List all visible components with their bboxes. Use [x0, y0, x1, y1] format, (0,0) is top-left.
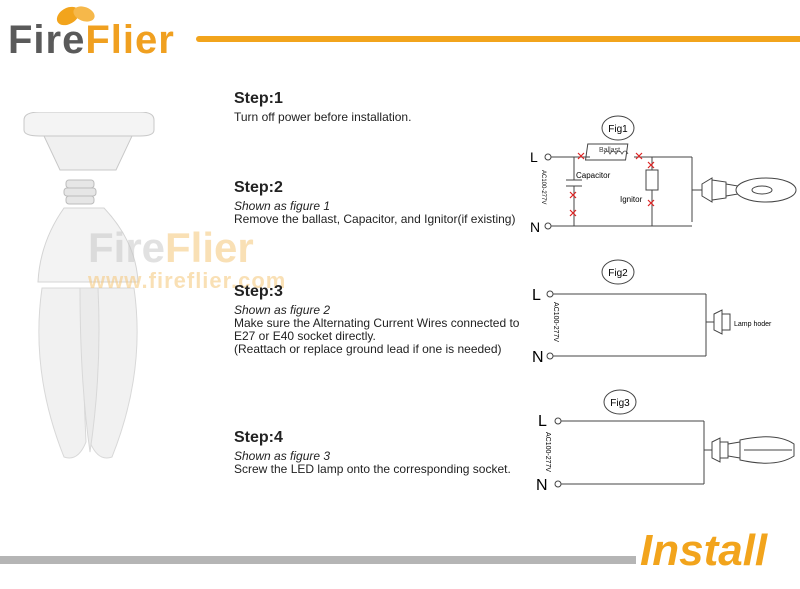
fig1-label: Fig1	[608, 124, 628, 135]
fig2-badge	[601, 259, 635, 285]
header-rule	[196, 36, 800, 42]
fig3-voltage: AC100-277V	[544, 432, 551, 472]
step-3-line-3: (Reattach or replace ground lead if one …	[234, 342, 502, 356]
fig1-l: L	[530, 149, 538, 165]
fig1-n: N	[530, 219, 540, 235]
fig3-n: N	[536, 477, 548, 494]
fig1-capacitor-label: Capacitor	[576, 171, 611, 180]
logo-flier: Flier	[85, 18, 175, 62]
fig2-label: Fig2	[608, 268, 628, 279]
fig2-voltage: AC100-277V	[552, 302, 559, 342]
led-corn-lamp-illustration	[23, 112, 155, 459]
figure-1-diagram: Fig1 L N AC100-277V Ballast Capacitor Ig…	[530, 115, 797, 235]
step-4: Step:4 Shown as figure 3 Screw the LED l…	[234, 429, 511, 476]
step-1-title: Step:1	[234, 90, 283, 107]
step-4-subtitle: Shown as figure 3	[234, 449, 331, 463]
step-2-title: Step:2	[234, 179, 283, 196]
step-2: Step:2 Shown as figure 1 Remove the ball…	[234, 179, 516, 226]
logo-fire: Fire	[8, 18, 86, 62]
fig1-voltage: AC100-277V	[540, 170, 546, 204]
logo-wordmark: FireFlier	[8, 18, 175, 63]
step-4-title: Step:4	[234, 429, 283, 446]
step-1-line-1: Turn off power before installation.	[234, 110, 412, 124]
step-4-line-1: Screw the LED lamp onto the correspondin…	[234, 462, 511, 476]
fig2-n: N	[532, 349, 544, 366]
lamp-holder-icon	[713, 309, 731, 335]
watermark-flier: Flier	[165, 224, 254, 271]
fig2-holder-label: Lamp hoder	[734, 321, 772, 328]
step-1: Step:1 Turn off power before installatio…	[234, 90, 412, 124]
figure-2-diagram: Fig2 L N AC100-277V Lamp hoder	[532, 259, 772, 366]
install-title: Install	[640, 526, 768, 575]
hid-bulb-icon	[701, 177, 797, 203]
fig1-ballast-label: Ballast	[599, 147, 620, 154]
footer-rule	[0, 556, 636, 564]
step-3: Step:3 Shown as figure 2 Make sure the A…	[234, 283, 520, 356]
fig1-ignitor-label: Ignitor	[620, 195, 643, 204]
firefly-icon	[56, 6, 95, 26]
step-3-title: Step:3	[234, 283, 283, 300]
fig2-l: L	[532, 287, 541, 304]
fig3-badge	[603, 389, 637, 415]
step-2-line-1: Remove the ballast, Capacitor, and Ignit…	[234, 212, 516, 226]
fig1-cut-marks	[569, 152, 655, 217]
step-3-subtitle: Shown as figure 2	[234, 303, 331, 317]
step-3-line-1: Make sure the Alternating Current Wires …	[234, 316, 520, 330]
step-3-line-2: E27 or E40 socket directly.	[234, 329, 376, 343]
figure-3-diagram: Fig3 L N AC100-277V	[536, 389, 795, 494]
led-lamp-icon	[711, 436, 795, 464]
fig3-l: L	[538, 413, 547, 430]
step-2-subtitle: Shown as figure 1	[234, 199, 331, 213]
fig1-badge	[601, 115, 635, 141]
fig1-ignitor-box	[645, 169, 659, 191]
fig3-label: Fig3	[610, 398, 630, 409]
